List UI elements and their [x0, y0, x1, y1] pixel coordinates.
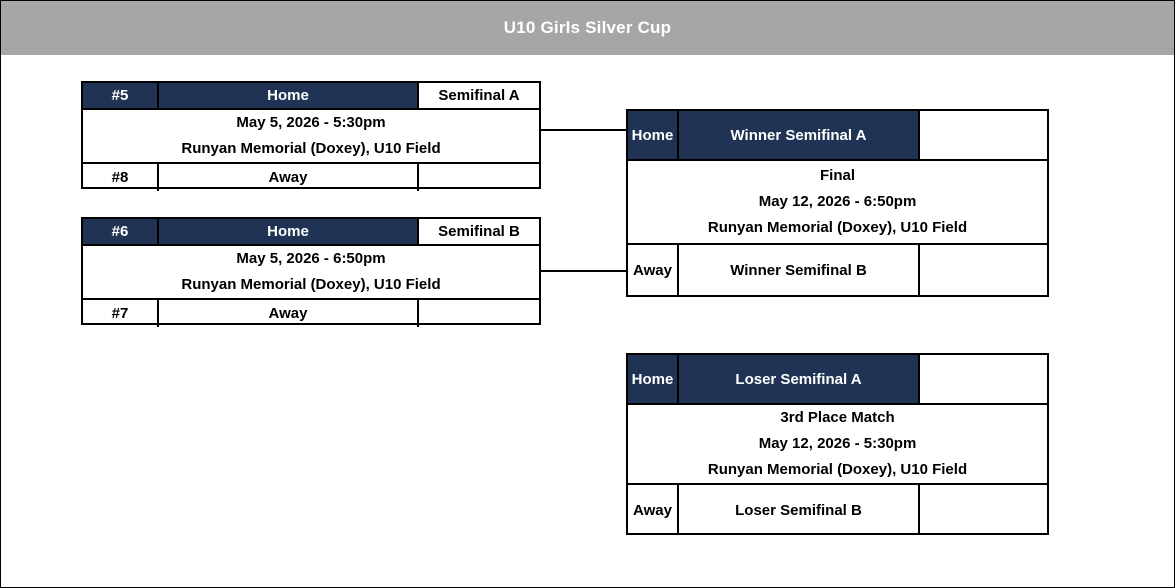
match-datetime: May 5, 2026 - 5:30pm [236, 114, 386, 131]
away-team-cell: Winner Semifinal B [679, 245, 920, 295]
match-final: Home Winner Semifinal A Final May 12, 20… [626, 109, 1049, 297]
home-seed-cell: #6 [83, 219, 159, 244]
score-cell [920, 111, 1047, 159]
match-title: 3rd Place Match [780, 409, 895, 426]
home-row: #6 Home Semifinal B [83, 219, 539, 246]
score-cell [920, 485, 1047, 535]
match-venue: Runyan Memorial (Doxey), U10 Field [707, 461, 968, 478]
away-team-cell: Loser Semifinal B [679, 485, 920, 535]
title-bar: U10 Girls Silver Cup [1, 1, 1174, 55]
away-row: #8 Away [83, 164, 539, 191]
away-label-cell: Away [628, 485, 679, 535]
match-venue: Runyan Memorial (Doxey), U10 Field [707, 219, 968, 236]
home-team-cell: Home [159, 219, 419, 244]
match-info: Final May 12, 2026 - 6:50pm Runyan Memor… [628, 161, 1047, 245]
page-title: U10 Girls Silver Cup [503, 18, 672, 37]
bracket-connector-semifinal-b [541, 270, 626, 272]
away-label-cell: Away [628, 245, 679, 295]
match-venue: Runyan Memorial (Doxey), U10 Field [181, 140, 441, 157]
match-semifinal-a: #5 Home Semifinal A May 5, 2026 - 5:30pm… [81, 81, 541, 191]
away-seed-cell: #8 [83, 164, 159, 191]
match-info: May 5, 2026 - 5:30pm Runyan Memorial (Do… [83, 110, 539, 164]
match-third-place: Home Loser Semifinal A 3rd Place Match M… [626, 353, 1049, 535]
match-datetime: May 5, 2026 - 6:50pm [236, 250, 386, 267]
away-row: Away Loser Semifinal B [628, 485, 1047, 535]
score-cell [419, 164, 539, 191]
bracket-connector-semifinal-a [541, 129, 626, 131]
match-title: Final [819, 167, 855, 184]
home-seed-cell: #5 [83, 83, 159, 108]
away-team-cell: Away [159, 164, 419, 191]
away-seed-cell: #7 [83, 300, 159, 327]
home-label-cell: Home [628, 111, 679, 159]
score-cell [920, 245, 1047, 295]
home-team-cell: Loser Semifinal A [679, 355, 920, 403]
match-label-cell: Semifinal A [438, 87, 520, 104]
home-row: Home Loser Semifinal A [628, 355, 1047, 405]
match-info: May 5, 2026 - 6:50pm Runyan Memorial (Do… [83, 246, 539, 300]
away-row: #7 Away [83, 300, 539, 327]
home-row: #5 Home Semifinal A [83, 83, 539, 110]
home-team-cell: Winner Semifinal A [679, 111, 920, 159]
match-datetime: May 12, 2026 - 5:30pm [758, 435, 917, 452]
home-team-cell: Home [159, 83, 419, 108]
away-row: Away Winner Semifinal B [628, 245, 1047, 295]
score-cell [419, 300, 539, 327]
match-info: 3rd Place Match May 12, 2026 - 5:30pm Ru… [628, 405, 1047, 485]
match-venue: Runyan Memorial (Doxey), U10 Field [181, 276, 441, 293]
match-semifinal-b: #6 Home Semifinal B May 5, 2026 - 6:50pm… [81, 217, 541, 327]
match-label-cell: Semifinal B [438, 223, 520, 240]
match-datetime: May 12, 2026 - 6:50pm [758, 193, 917, 210]
score-cell [920, 355, 1047, 403]
home-row: Home Winner Semifinal A [628, 111, 1047, 161]
away-team-cell: Away [159, 300, 419, 327]
home-label-cell: Home [628, 355, 679, 403]
